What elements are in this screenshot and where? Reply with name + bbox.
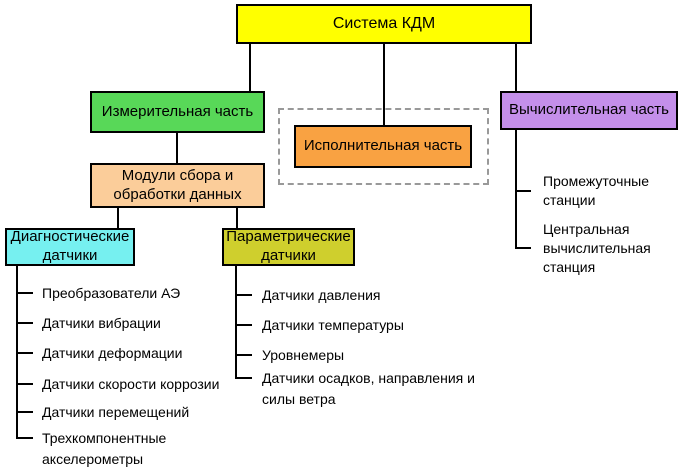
bracket-tick (237, 377, 252, 379)
bracket-tick (18, 352, 33, 354)
diagnostic-item: Датчики перемещений (42, 404, 190, 420)
diagnostic-item: Датчики деформации (42, 345, 183, 361)
connector-line (515, 44, 517, 91)
bracket-tick (18, 437, 33, 439)
connector-line (249, 44, 251, 91)
parametric-item: Уровнемеры (262, 347, 345, 363)
diagnostic-item: Датчики скорости коррозии (42, 376, 220, 392)
diagnostic-item: Преобразователи АЭ (42, 285, 181, 301)
connector-line (236, 208, 238, 228)
diagnostic-item: Датчики вибрации (42, 315, 161, 331)
diagnostic-item: Трехкомпонентные акселерометры (42, 430, 167, 467)
bracket-tick (237, 294, 252, 296)
root-box: Система КДМ (236, 4, 532, 44)
measuring-part-box: Измерительная часть (90, 91, 265, 133)
bracket-tick (237, 354, 252, 356)
computing-item: Промежуточные станции (543, 173, 650, 208)
bracket-tick (18, 383, 33, 385)
connector-line (383, 44, 385, 125)
parametric-sensors-box: Параметрические датчики (222, 228, 355, 266)
bracket-line (16, 266, 18, 439)
bracket-tick (18, 411, 33, 413)
bracket-tick (517, 190, 531, 192)
parametric-item: Датчики давления (262, 287, 381, 303)
connector-line (176, 133, 178, 163)
bracket-line (515, 130, 517, 249)
modules-box: Модули сбора и обработки данных (90, 163, 265, 208)
computing-item: Центральная вычислительная станция (543, 221, 651, 275)
parametric-item: Датчики осадков, направления и силы ветр… (262, 370, 475, 407)
bracket-tick (237, 324, 252, 326)
parametric-item: Датчики температуры (262, 317, 404, 333)
connector-line (117, 208, 119, 228)
executive-dashed-frame (278, 108, 489, 185)
computing-part-box: Вычислительная часть (500, 91, 678, 130)
bracket-tick (18, 322, 33, 324)
bracket-line (235, 266, 237, 379)
bracket-tick (517, 247, 531, 249)
bracket-tick (18, 292, 33, 294)
diagnostic-sensors-box: Диагностические датчики (5, 228, 135, 266)
executive-part-box: Исполнительная часть (294, 125, 472, 168)
